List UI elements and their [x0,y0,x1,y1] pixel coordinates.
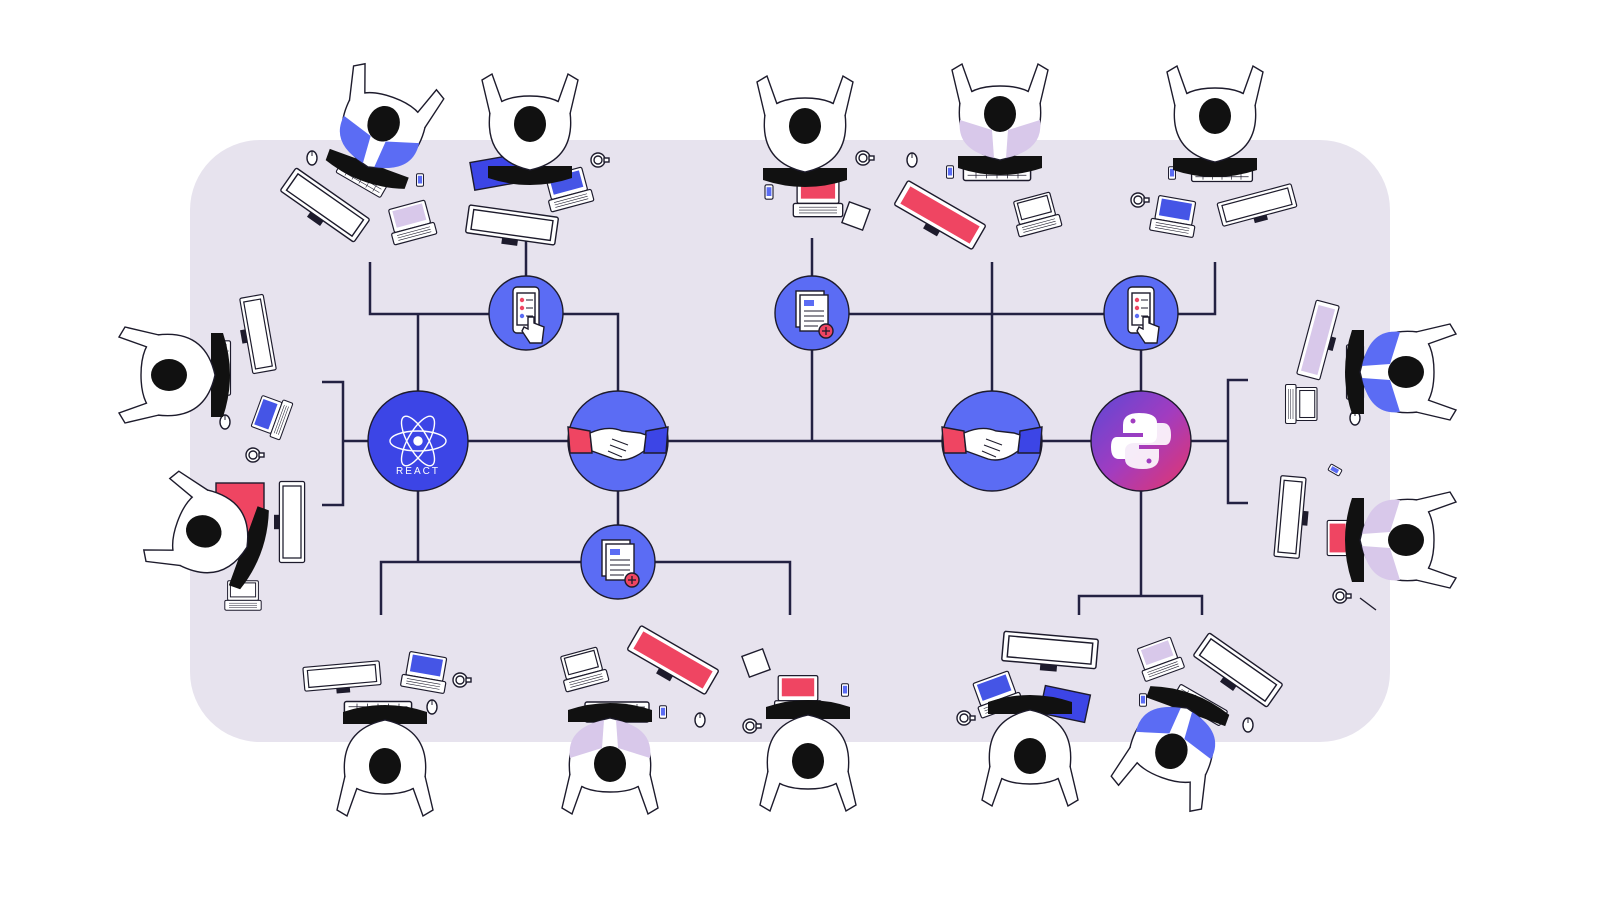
note-icon [841,201,871,231]
phone-icon [841,683,849,697]
person-avatar [759,699,857,812]
phone-icon [416,173,424,187]
person-avatar [951,63,1049,176]
python-logo-icon [1111,413,1171,469]
mouse-icon [219,414,231,430]
phone-icon [764,184,774,200]
person-avatar [1344,323,1457,421]
workstation-bottom-4 [956,630,1100,807]
mouse-icon [906,152,918,168]
react-hub: REACT [367,390,469,492]
workstation-top-3 [756,75,875,231]
document-hub-bottom [580,524,656,600]
document-add-icon [795,290,834,339]
mouse-icon [426,699,438,715]
react-label: REACT [396,466,440,477]
person-avatar [118,326,231,424]
handshake-hub-left [567,390,669,492]
document-add-icon [601,539,640,588]
person-avatar [481,73,579,186]
person-avatar [561,702,659,815]
note-icon [741,648,771,678]
document-hub-top [774,275,850,351]
workstation-bottom-3 [741,648,857,812]
handshake-hub-right [941,390,1043,492]
mouse-icon [694,712,706,728]
phone-hub-right [1103,275,1179,351]
phone-hub-left [488,275,564,351]
person-avatar [756,75,854,188]
workstation-right-2 [1273,463,1457,611]
python-hub [1090,390,1192,492]
workstation-top-2 [463,73,610,252]
person-avatar [1166,65,1264,178]
workstation-left-2 [139,468,306,611]
laptop-icon [1284,383,1318,425]
person-avatar [1344,491,1457,589]
mouse-icon [1242,717,1254,733]
react-logo-icon [389,415,447,467]
mouse-icon [306,150,318,166]
phone-icon [946,165,954,179]
person-avatar [336,704,434,817]
phone-icon [659,705,667,719]
person-avatar [981,694,1079,807]
phone-icon [1139,693,1147,707]
